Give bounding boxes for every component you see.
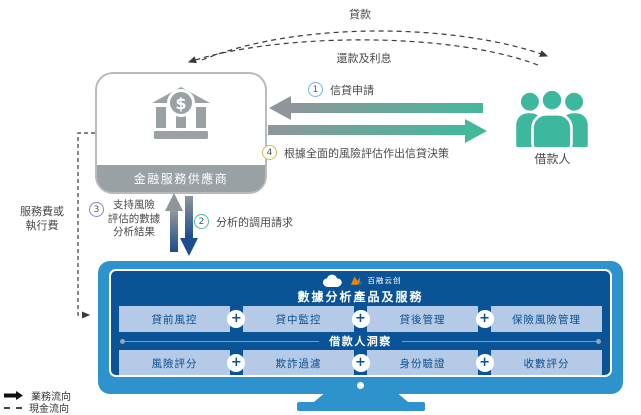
borrower-insight-label: 借款人洞察 [329,335,392,348]
loan-flow-label: 貸款 [349,8,371,21]
legend-cash-label: 現金流向 [29,404,69,415]
monitor-stand-base [297,402,425,411]
product-box: 貸中監控 [243,306,354,332]
provider-label: 金融服務供應商 [97,165,265,192]
plus-icon: + [475,310,494,328]
plus-icon: + [351,310,370,328]
plus-icon: + [351,354,370,372]
step-2-label: 分析的調用請求 [216,216,293,229]
analytics-call-down-arrow [180,196,198,256]
dashed-line-icon [4,406,22,409]
credit-flow-arrows [268,96,487,143]
platform-brand-name: 百融云创 [367,276,402,285]
step-3-label: 支持風險 評估的數據 分析結果 [107,199,161,238]
cloud-icon [322,274,342,287]
analytics-result-up-arrow [165,193,183,252]
platform-monitor: 百融云创 數據分析產品及服務 貸前風控 貸中監控 貸後管理 保險風險管理 + +… [98,261,623,394]
loan-dashed-arrow [201,30,549,61]
legend-business-label: 業務流向 [31,392,71,403]
repayment-flow-label: 還款及利息 [336,52,392,65]
data-exchange-arrows [165,193,198,256]
band-left-dot [120,338,125,344]
repayment-dashed-arrow [187,39,539,66]
bank-icon: $ [146,86,216,144]
service-fee-dashed-arrow [77,132,95,319]
credit-decision-arrow [268,119,487,143]
plus-icon: + [227,354,246,372]
step-2-badge: 2 [194,214,209,229]
top-dashed-flow-arrows [187,30,549,66]
product-box: 身份驗證 [367,350,478,375]
band-left-line [125,340,320,342]
service-fee-label: 服務費或 執行費 [20,205,64,232]
borrower-label: 借款人 [534,152,571,166]
step-3-badge: 3 [89,202,104,217]
borrower-insight-band: 借款人洞察 [119,335,602,348]
product-box: 貸後管理 [367,306,478,332]
platform-title: 數據分析產品及服務 [297,290,424,304]
step-1-badge: 1 [308,82,323,97]
provider-card: $ 金融服務供應商 [95,72,267,194]
solid-arrow-icon [4,391,23,400]
product-box: 保險風險管理 [491,306,602,332]
band-right-line [401,340,596,342]
plus-icon: + [475,354,494,372]
legend-cash-flow: 現金流向 [4,400,69,415]
monitor-stand-neck [314,394,408,402]
plus-icon: + [227,310,246,328]
bairong-logo [350,275,362,285]
product-row-1: 貸前風控 貸中監控 貸後管理 保險風險管理 + + + [119,306,602,332]
product-box: 欺詐過濾 [243,350,354,375]
product-box: 貸前風控 [119,306,230,332]
product-box: 收數評分 [491,350,602,375]
step-4-badge: 4 [262,145,277,160]
step-4-label: 根據全面的風險評估作出信貸決策 [284,147,449,160]
legend-business-flow: 業務流向 [4,388,71,403]
monitor-power-dot [357,382,364,389]
svg-text:$: $ [175,94,186,113]
credit-application-arrow [269,96,483,120]
people-icon [512,88,592,147]
product-box: 風險評分 [119,350,230,375]
band-right-dot [596,338,601,344]
step-1-label: 信貸申請 [330,84,374,97]
platform-brand-row: 百融云创 [111,274,610,287]
product-row-2: 風險評分 欺詐過濾 身份驗證 收數評分 + + + [119,350,602,375]
platform-screen: 百融云创 數據分析產品及服務 貸前風控 貸中監控 貸後管理 保險風險管理 + +… [109,269,612,377]
